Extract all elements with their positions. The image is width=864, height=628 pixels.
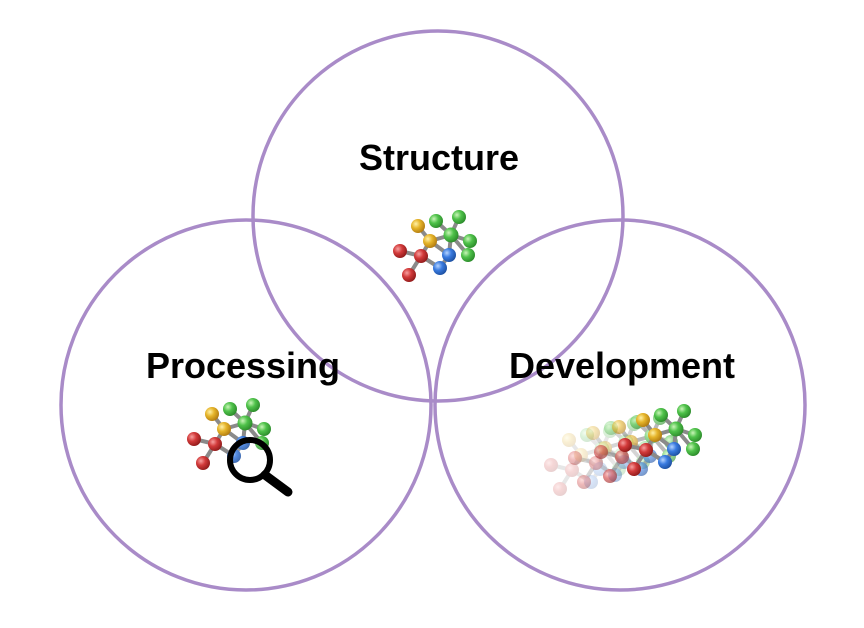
label-processing: Processing <box>146 345 340 386</box>
circle-processing <box>59 218 433 592</box>
circle-structure <box>251 29 625 403</box>
label-development: Development <box>509 345 735 386</box>
label-structure: Structure <box>359 137 519 178</box>
molecule-icon <box>391 208 479 284</box>
molecule-magnifier-icon <box>185 396 293 497</box>
circle-development <box>433 218 807 592</box>
magnifier-icon <box>227 437 293 497</box>
molecule-animation-icon <box>542 402 704 498</box>
